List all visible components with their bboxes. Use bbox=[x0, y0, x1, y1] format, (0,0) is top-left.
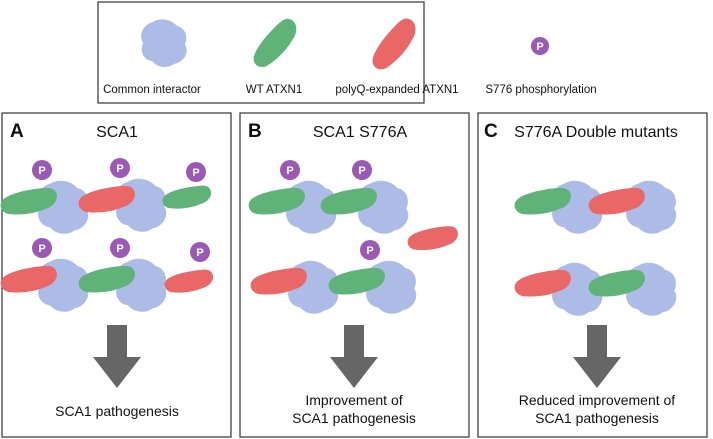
svg-text:P: P bbox=[192, 167, 199, 179]
svg-text:P: P bbox=[358, 165, 365, 177]
svg-text:P: P bbox=[366, 245, 373, 257]
panel-c-title: S776A Double mutants bbox=[514, 124, 678, 141]
panel-c-outcome-line1: Reduced improvement of bbox=[519, 392, 676, 408]
legend-common-shape bbox=[141, 19, 187, 68]
panel-a-frame bbox=[1, 112, 232, 438]
svg-text:P: P bbox=[196, 247, 203, 259]
a6-atxn1-free bbox=[161, 257, 217, 306]
panel-b-letter: B bbox=[248, 121, 262, 142]
legend-box bbox=[97, 1, 425, 104]
panel-a-outcome: SCA1 pathogenesis bbox=[55, 403, 179, 419]
b2-phospho: P bbox=[352, 160, 372, 180]
legend-polyq-shape bbox=[370, 12, 419, 77]
panel-b-title: SCA1 S776A bbox=[313, 124, 408, 141]
legend-phospho-icon: P bbox=[531, 37, 549, 55]
b1-phospho: P bbox=[280, 160, 300, 180]
svg-text:P: P bbox=[38, 165, 45, 177]
protein-illustrations: P P P P P P P P P bbox=[0, 158, 677, 316]
panel-b-arrow bbox=[330, 325, 378, 388]
legend-wt-label: WT ATXN1 bbox=[246, 84, 302, 96]
panel-c-frame bbox=[477, 112, 708, 438]
legend-polyq-label: polyQ-expanded ATXN1 bbox=[335, 84, 458, 96]
svg-text:P: P bbox=[38, 243, 45, 255]
panel-a-arrow bbox=[93, 325, 141, 388]
b5-phospho: P bbox=[360, 240, 380, 260]
a4-phospho: P bbox=[32, 238, 52, 258]
panel-b-frame bbox=[239, 112, 470, 438]
panel-b-outcome-line1: Improvement of bbox=[305, 392, 402, 408]
svg-text:P: P bbox=[286, 165, 293, 177]
panel-c-arrow bbox=[573, 325, 621, 388]
svg-text:P: P bbox=[116, 163, 123, 175]
b3-atxn1-free bbox=[404, 213, 462, 264]
panel-b-outcome-line2: SCA1 pathogenesis bbox=[292, 410, 416, 426]
a1-phospho: P bbox=[32, 160, 52, 180]
legend-phospho-label: S776 phosphorylation bbox=[485, 84, 596, 96]
panel-c-letter: C bbox=[484, 121, 498, 142]
panel-a-letter: A bbox=[10, 121, 24, 142]
panel-c-outcome-line2: SCA1 pathogenesis bbox=[535, 410, 659, 426]
phospho-letter: P bbox=[536, 41, 543, 53]
a3-phospho: P bbox=[186, 162, 206, 182]
a3-atxn1-free bbox=[159, 173, 215, 222]
panel-a-title: SCA1 bbox=[96, 124, 138, 141]
legend-common-label: Common interactor bbox=[103, 84, 201, 96]
a2-phospho: P bbox=[110, 158, 130, 178]
svg-text:P: P bbox=[116, 243, 123, 255]
legend-wt-shape bbox=[251, 11, 300, 75]
a6-phospho: P bbox=[190, 242, 210, 262]
a5-phospho: P bbox=[110, 238, 130, 258]
